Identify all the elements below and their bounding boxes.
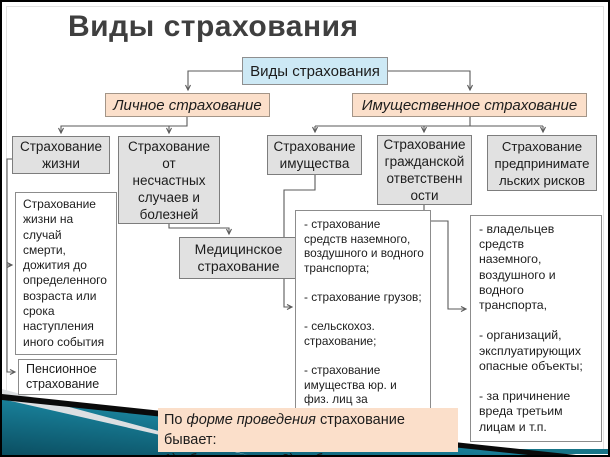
node-pension-label: Пенсионное страхование <box>26 362 100 391</box>
node-liability-label: Страхование гражданской ответственн ости <box>383 137 466 203</box>
branch-personal-insurance: Личное страхование <box>105 93 270 117</box>
node-pension-insurance: Пенсионное страхование <box>18 359 117 395</box>
node-life-label: Страхование жизни <box>19 139 103 171</box>
note-line1: По форме проведения страхование бывает: <box>164 412 405 448</box>
root-box-label: Виды страхования <box>250 62 380 80</box>
node-business-label: Страхование предпринимате льских рисков <box>494 138 590 188</box>
note-emphasis: форме проведения <box>186 412 316 428</box>
note-forms-of-insurance: По форме проведения страхование бывает: … <box>158 408 458 455</box>
node-accident-label: Страхование от несчастных случаев и боле… <box>127 138 211 222</box>
slide-title: Виды страхования <box>68 10 359 43</box>
note-line2: 1) обязательное; 2) добровольное. <box>164 450 452 455</box>
node-life-insurance: Страхование жизни <box>12 136 110 174</box>
branch-property-label: Имущественное страхование <box>361 96 578 114</box>
node-property-insurance: Страхование имущества <box>267 135 362 175</box>
node-life-detail-text: Страхование жизни на случай смерти, дожи… <box>23 197 107 349</box>
branch-property-insurance: Имущественное страхование <box>352 93 587 117</box>
node-property-ins-label: Страхование имущества <box>273 139 356 171</box>
list-property-items: - страхование средств наземного, воздушн… <box>304 217 424 435</box>
node-civil-liability-insurance: Страхование гражданской ответственн ости <box>377 135 472 205</box>
node-medical-insurance: Медицинское страхование <box>179 237 298 279</box>
node-accident-insurance: Страхование от несчастных случаев и боле… <box>118 136 220 224</box>
branch-personal-label: Личное страхование <box>113 96 262 114</box>
node-business-risk-insurance: Страхование предпринимате льских рисков <box>487 135 597 191</box>
node-life-insurance-detail: Страхование жизни на случай смерти, дожи… <box>15 192 117 355</box>
list-liability-insurance-types: - владельцев средств наземного, воздушно… <box>470 215 602 442</box>
root-box-vidy-strahovaniya: Виды страхования <box>242 57 388 85</box>
list-liability-items: - владельцев средств наземного, воздушно… <box>479 222 583 434</box>
node-medical-label: Медицинское страхование <box>194 241 283 274</box>
